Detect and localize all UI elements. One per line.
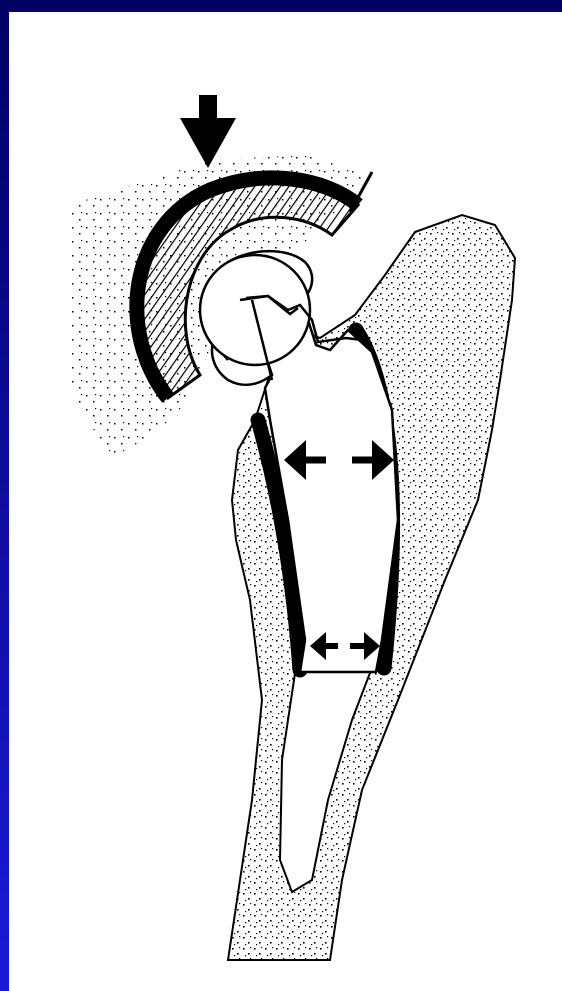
- slide-panel: [9, 12, 562, 991]
- hip-prosthesis-illustration: [9, 12, 562, 991]
- load-arrow-icon: [180, 95, 236, 168]
